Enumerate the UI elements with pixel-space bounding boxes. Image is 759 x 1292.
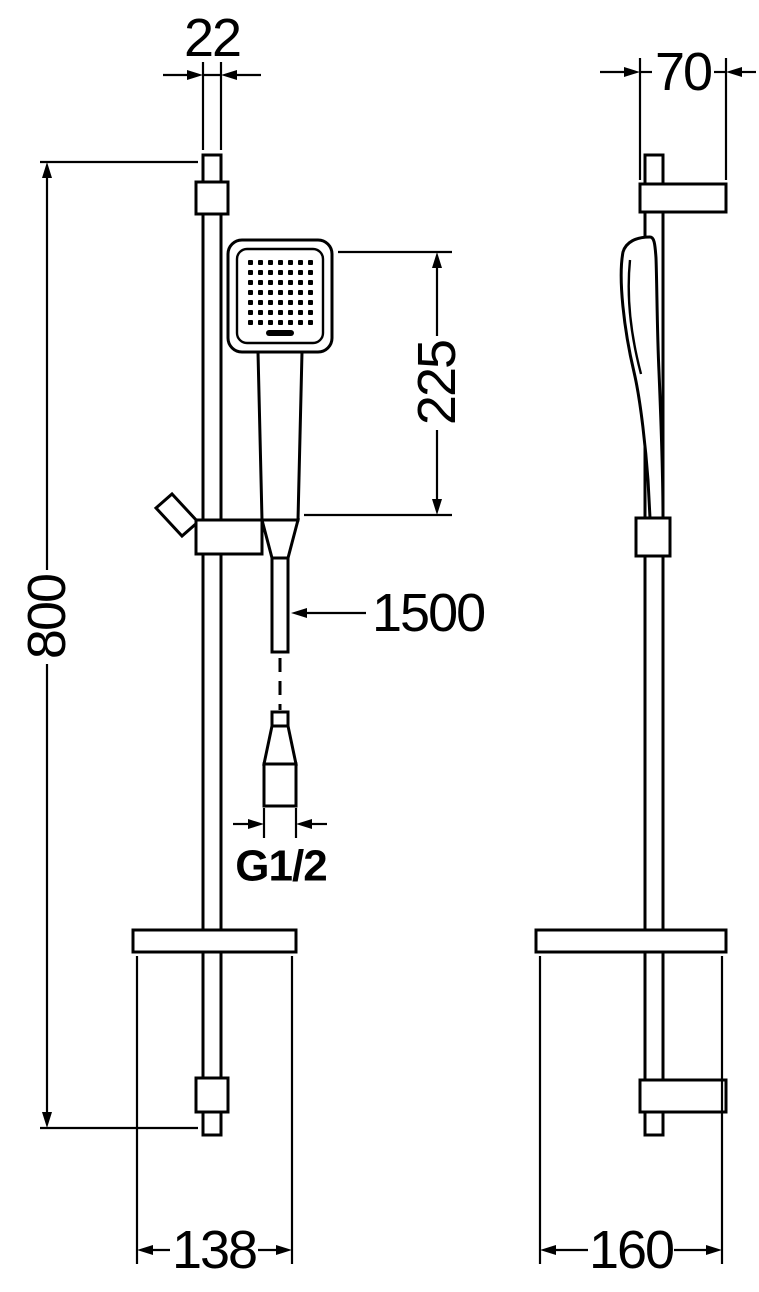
front-top-bracket xyxy=(194,180,230,216)
dim-800-arrow-bottom xyxy=(42,1112,52,1128)
dim-225-label: 225 xyxy=(407,341,467,425)
dim-70-arrow-right xyxy=(726,67,742,77)
dim-22-arrow-right xyxy=(221,70,237,80)
side-bottom-bracket xyxy=(638,1078,728,1114)
dim-1500-arrow xyxy=(291,608,307,618)
nozzle-grid xyxy=(246,258,316,326)
front-shower-face xyxy=(235,247,325,345)
hose-connector-cone xyxy=(262,724,298,766)
dimension-annotations: 22 70 800 225 1500 xyxy=(17,8,756,1280)
front-hose-shoulder xyxy=(260,518,300,560)
dim-138-arrow-right xyxy=(276,1245,292,1255)
front-bottom-bracket xyxy=(194,1076,230,1114)
front-soap-tray xyxy=(131,928,298,954)
dim-160-label: 160 xyxy=(589,1220,673,1280)
dim-225-arrow-top xyxy=(432,252,442,268)
front-slider-holder xyxy=(194,518,264,556)
dim-70-arrow-left xyxy=(624,67,640,77)
side-top-bracket xyxy=(638,182,728,214)
front-slider-lever xyxy=(153,491,201,539)
dim-g12-label: G1/2 xyxy=(235,842,326,891)
hose-nipple xyxy=(270,710,290,728)
front-shower-handle xyxy=(256,350,304,522)
front-view xyxy=(131,153,334,1137)
dim-22-label: 22 xyxy=(184,8,240,68)
dim-22-arrow-left xyxy=(187,70,203,80)
dim-800-arrow-top xyxy=(42,162,52,178)
dim-800-label: 800 xyxy=(17,575,77,659)
shower-face-slot xyxy=(266,330,294,336)
front-hose xyxy=(270,556,290,654)
dim-70-label: 70 xyxy=(655,42,711,102)
dim-160-arrow-left xyxy=(540,1245,556,1255)
dim-1500-label: 1500 xyxy=(372,583,484,643)
dim-g12-arrow-right xyxy=(296,819,312,829)
dim-160-arrow-right xyxy=(706,1245,722,1255)
side-soap-tray xyxy=(534,928,728,954)
side-slider-holder xyxy=(634,516,672,558)
dim-g12-arrow-left xyxy=(248,819,264,829)
front-rail xyxy=(201,153,223,1137)
dim-225-arrow-bottom xyxy=(432,499,442,515)
side-shower-face-line xyxy=(627,259,643,375)
dim-138-arrow-left xyxy=(137,1245,153,1255)
side-shower-profile xyxy=(619,235,665,520)
hose-connector-body xyxy=(262,762,298,808)
side-view xyxy=(534,153,728,1137)
dim-138-label: 138 xyxy=(172,1220,256,1280)
